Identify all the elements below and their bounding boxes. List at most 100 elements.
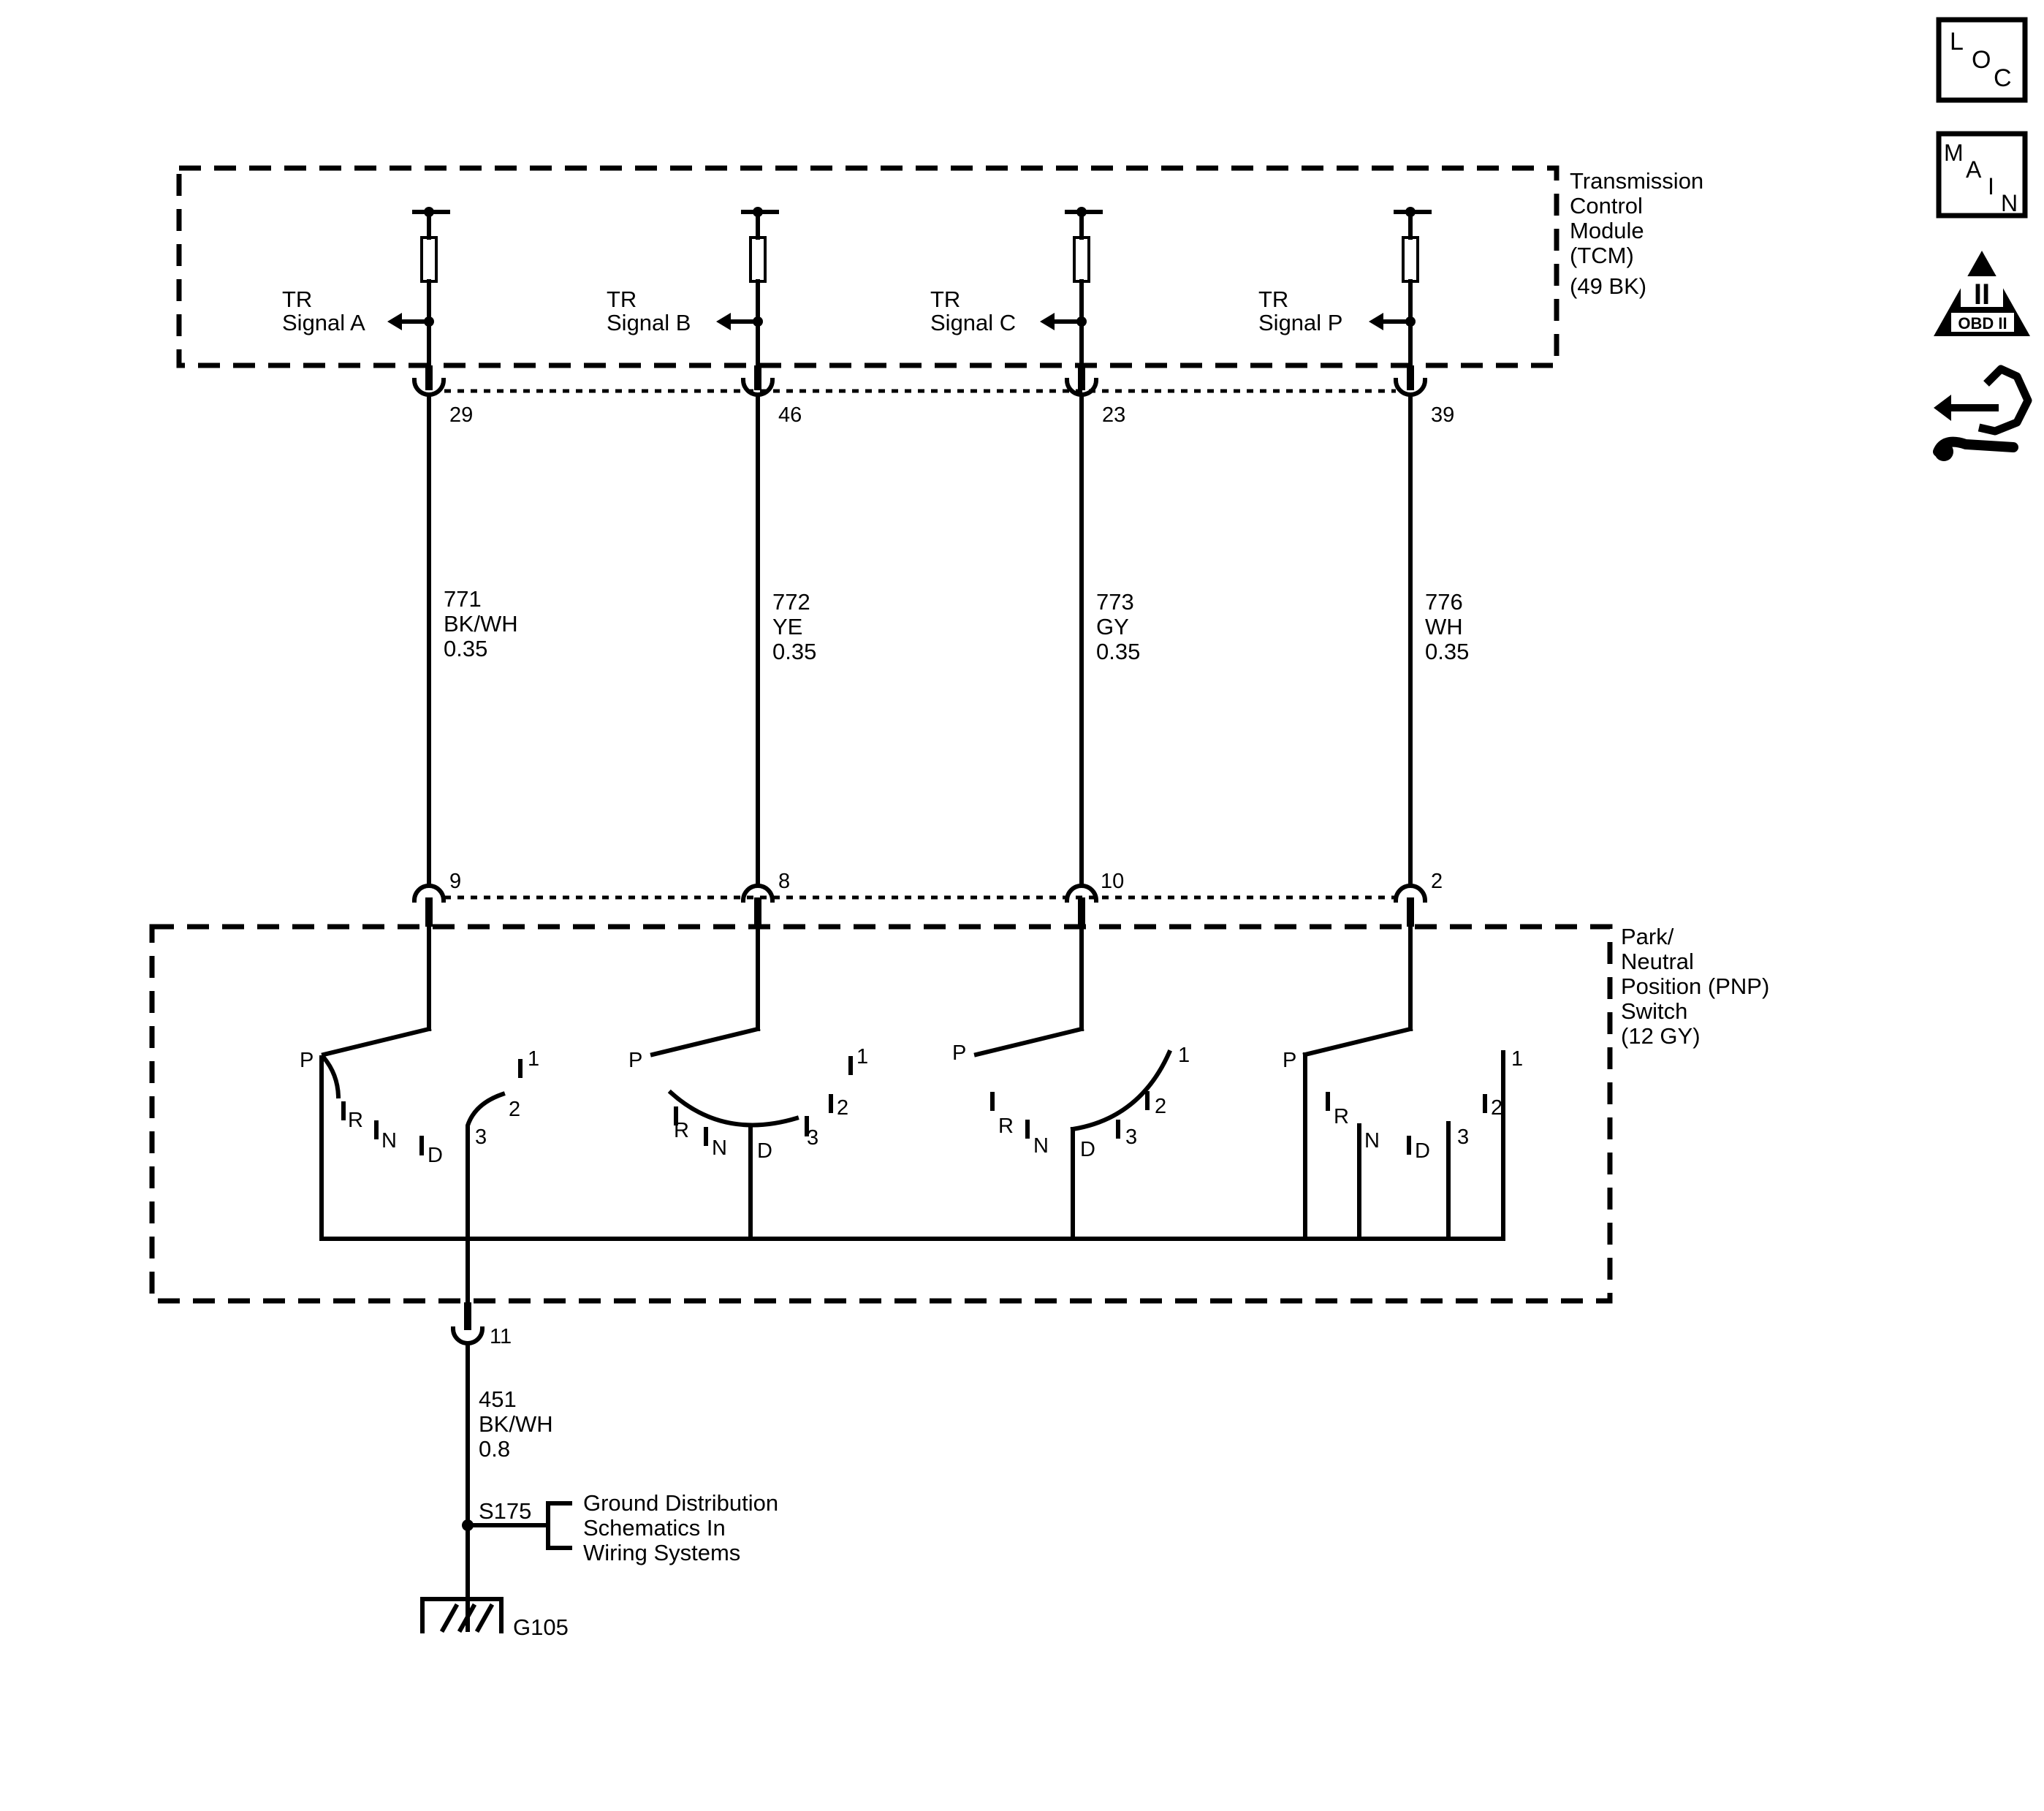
position-1: 1 [1178,1044,1190,1067]
switch-section-c: P R N D 3 2 1 [952,925,1190,1241]
wire-gauge: 0.35 [444,636,487,661]
ground-pin-number: 11 [490,1325,512,1348]
pnp-label-line: Park/ [1621,924,1674,949]
ground-reference-line: Schematics In [583,1515,726,1541]
position-n: N [1364,1129,1380,1153]
ground-wire-circuit: 451 [479,1386,517,1412]
tcm-channel-a: TR Signal A [282,207,450,382]
tcm-boundary [176,165,1559,368]
signal-label-line2: Signal A [282,310,365,335]
tcm-connector: 29 46 23 39 [411,365,1454,427]
position-2: 2 [1491,1096,1502,1120]
pnp-pin-number: 9 [449,870,461,893]
tcm-channel-b: TR Signal B [607,207,779,382]
tcm-label-line: Transmission [1570,168,1703,194]
pnp-pin-number: 2 [1431,870,1443,893]
loc-icon[interactable]: L O C [1936,17,2028,103]
ground-symbol [420,1597,504,1633]
wire-gauge: 0.35 [772,639,816,664]
pnp-label: Park/ Neutral Position (PNP) Switch (12 … [1621,924,1769,1049]
pnp-switch: Park/ Neutral Position (PNP) Switch (12 … [149,924,1769,1304]
pnp-label-line: (12 GY) [1621,1023,1701,1049]
pnp-label-line: Position (PNP) [1621,973,1769,999]
position-d: D [757,1139,772,1163]
diagnostic-tool-icon[interactable] [1933,365,2032,461]
wire-label-772: 772 YE 0.35 [772,589,816,664]
position-r: R [1334,1105,1349,1128]
wire-color: WH [1425,614,1463,639]
position-p: P [628,1049,642,1072]
position-d: D [428,1144,443,1167]
signal-label-line2: Signal B [607,310,691,335]
position-3: 3 [475,1125,487,1149]
position-3: 3 [1125,1125,1137,1149]
switch-section-a: P R N D 3 2 1 [300,925,539,1241]
wire-color: YE [772,614,802,639]
tcm-pin-number: 29 [449,403,473,427]
signal-label-line2: Signal C [930,310,1016,335]
ground-reference-line: Wiring Systems [583,1540,740,1565]
loc-icon-letter: L [1950,28,1964,56]
tcm-channel-p: TR Signal P [1258,207,1432,382]
ground-wire-color: BK/WH [479,1411,553,1437]
signal-wires [427,392,1413,886]
ground-reference-line: Ground Distribution [583,1490,778,1516]
wire-label-773: 773 GY 0.35 [1096,589,1140,664]
wire-circuit: 772 [772,589,810,615]
tcm-label-line: (TCM) [1570,243,1634,268]
position-d: D [1415,1139,1430,1163]
position-1: 1 [1511,1047,1523,1071]
tcm-pin-number: 46 [778,403,802,427]
tcm-label: Transmission Control Module (TCM) (49 BK… [1570,168,1703,299]
signal-label-line1: TR [282,286,312,312]
ground-circuit: 11 451 BK/WH 0.8 S175 Ground Distributio… [420,1237,778,1640]
tcm-label-line: Control [1570,193,1643,219]
main-icon[interactable]: M A I N [1936,131,2028,219]
pnp-label-line: Neutral [1621,949,1694,974]
position-p: P [300,1049,314,1072]
tcm-pin-number: 39 [1431,403,1454,427]
position-3: 3 [1457,1125,1469,1149]
wire-label-776: 776 WH 0.35 [1425,589,1469,664]
wire-gauge: 0.35 [1096,639,1140,664]
tcm-channel-c: TR Signal C [930,207,1103,382]
wire-circuit: 773 [1096,589,1134,615]
main-icon-letter: I [1988,173,1994,200]
ground-wire-gauge: 0.8 [479,1436,510,1462]
main-icon-letter: M [1944,140,1964,166]
signal-label-line2: Signal P [1258,310,1342,335]
signal-label-line1: TR [1258,286,1288,312]
position-r: R [998,1115,1014,1138]
position-2: 2 [837,1096,848,1120]
position-n: N [381,1129,397,1153]
position-1: 1 [856,1045,868,1068]
position-r: R [348,1109,363,1132]
position-2: 2 [509,1098,520,1121]
pnp-pin-number: 8 [778,870,790,893]
signal-label-line1: TR [607,286,637,312]
position-p: P [1283,1049,1296,1072]
wire-color: BK/WH [444,611,518,637]
pnp-label-line: Switch [1621,998,1687,1024]
tcm-label-line: (49 BK) [1570,273,1646,299]
signal-label-line1: TR [930,286,960,312]
loc-icon-letter: C [1994,64,2012,92]
pnp-boundary [149,924,1613,1304]
position-1: 1 [528,1047,539,1071]
position-2: 2 [1155,1095,1166,1118]
position-n: N [1033,1134,1049,1158]
wire-label-771: 771 BK/WH 0.35 [444,586,518,661]
tcm-module: Transmission Control Module (TCM) (49 BK… [176,165,1703,368]
obd-ii-icon[interactable]: II OBD II [1934,251,2030,336]
position-p: P [952,1041,966,1065]
position-n: N [712,1136,727,1160]
tcm-pin-number: 23 [1102,403,1125,427]
pnp-pin-number: 10 [1101,870,1124,893]
obd-label: OBD II [1958,314,2007,333]
wire-circuit: 776 [1425,589,1463,615]
main-icon-letter: N [2001,190,2018,216]
switch-section-p: P R N D 3 2 1 [1283,925,1523,1241]
wire-circuit: 771 [444,586,482,612]
tcm-label-line: Module [1570,218,1644,243]
